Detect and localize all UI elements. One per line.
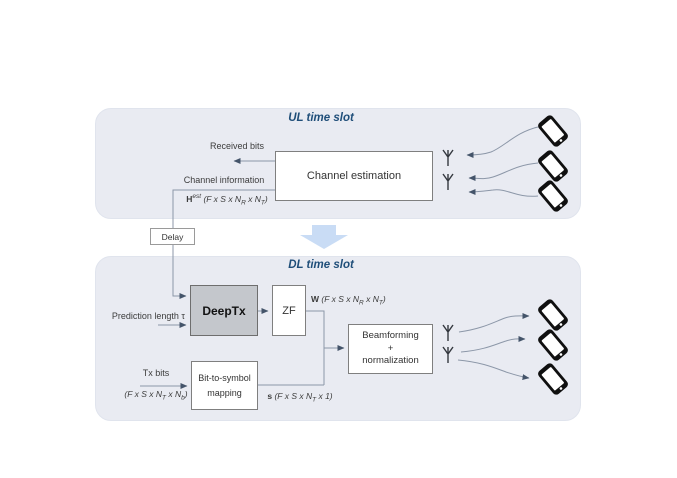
dl-panel-title: DL time slot (288, 259, 354, 271)
prediction-length-label: Prediction length τ (111, 311, 185, 321)
bit-to-symbol-block: Bit-to-symbol mapping (191, 361, 258, 410)
smartphone-icon (536, 297, 570, 333)
dl-radio-link-1 (458, 312, 530, 333)
tx-bits-label: Tx bits (142, 368, 170, 378)
delay-block: Delay (150, 228, 195, 245)
smartphone-icon (536, 361, 570, 397)
smartphone-icon (536, 148, 570, 184)
dl-radio-link-2 (460, 335, 526, 353)
dl-time-slot-panel (95, 256, 581, 421)
smartphone-icon (536, 178, 570, 214)
antenna-icon (442, 346, 454, 364)
channel-information-label: Channel information (183, 175, 265, 185)
ul-panel-title: UL time slot (288, 112, 354, 124)
dl-radio-link-3 (457, 359, 530, 381)
deeptx-block: DeepTx (190, 285, 258, 336)
smartphone-icon (536, 327, 570, 363)
tx-bits-dimension-label: (F x S x NT x Nb) (124, 389, 188, 402)
zf-output-line (306, 310, 325, 385)
ul-radio-link-1 (466, 126, 539, 158)
smartphone-icon (536, 113, 570, 149)
received-bits-label: Received bits (209, 141, 265, 151)
w-dimension-label: W (F x S x NR x NT) (311, 294, 386, 307)
zf-block: ZF (272, 285, 306, 336)
h-est-dimension-label: Hest (F x S x NR x NT) (186, 193, 268, 207)
ul-radio-link-3 (468, 188, 539, 197)
s-dimension-label: s (F x S x NT x 1) (267, 391, 333, 404)
channel-info-line (172, 189, 275, 228)
beamforming-block: Beamforming + normalization (348, 324, 433, 374)
ul-radio-link-2 (468, 162, 539, 182)
antenna-icon (442, 173, 454, 191)
down-block-arrow-icon (300, 225, 348, 249)
antenna-icon (442, 149, 454, 167)
delay-to-deeptx-line (172, 245, 187, 299)
antenna-icon (442, 324, 454, 342)
channel-estimation-block: Channel estimation (275, 151, 433, 201)
